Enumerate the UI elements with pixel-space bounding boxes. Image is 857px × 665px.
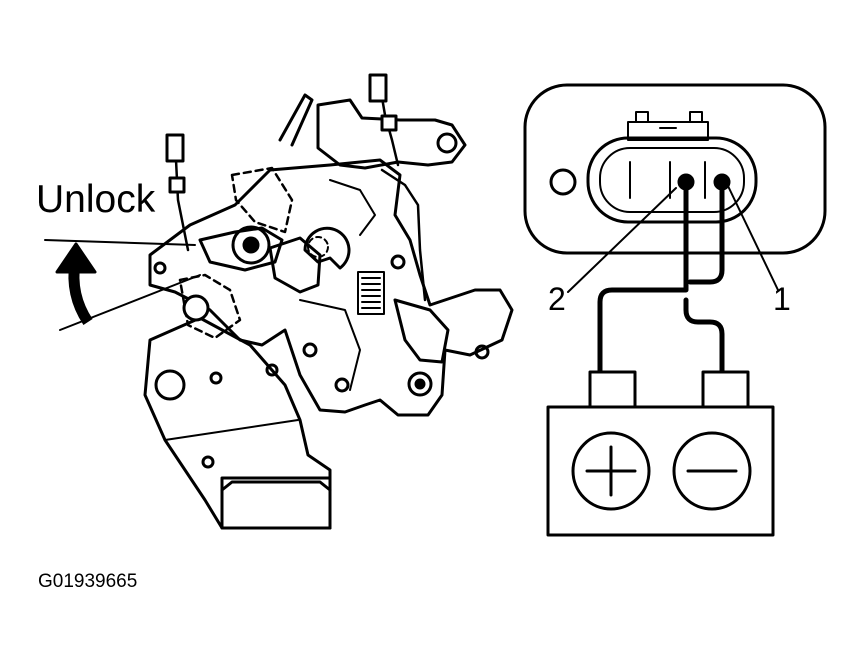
inner-channel	[299, 179, 376, 391]
latch-bolt	[407, 371, 433, 397]
bracket-hole	[436, 132, 458, 154]
spring	[361, 277, 381, 309]
battery	[546, 370, 775, 537]
lock-main-plate	[148, 158, 514, 417]
lead-terminal-1	[687, 179, 725, 285]
motor-shaft	[154, 369, 186, 401]
pin-2-label: 2	[548, 281, 566, 317]
connector-inner-socket	[599, 147, 745, 213]
plate-hole-a	[302, 342, 318, 358]
motor-connector	[220, 476, 332, 530]
latch-rod	[380, 168, 427, 302]
housing-screw-a	[209, 371, 223, 385]
lever-dashed	[230, 166, 294, 234]
connector-outer	[523, 83, 827, 255]
main-pivot-inner	[242, 236, 260, 254]
cam-gear-dashed	[307, 236, 329, 258]
pin-1-label: 1	[773, 281, 791, 317]
right-rod-clip	[380, 114, 398, 132]
figure-id: G01939665	[38, 571, 138, 592]
pin-1-leader	[727, 185, 779, 291]
motor-connector-lock	[220, 480, 332, 492]
pin-2-leader	[567, 187, 677, 293]
connector-lock-pins	[635, 111, 703, 129]
lead-negative	[683, 297, 725, 375]
cam-dashed	[178, 273, 242, 340]
minus-icon	[672, 431, 752, 511]
battery-terminal-negative	[701, 370, 750, 409]
housing-screw-b	[265, 363, 279, 377]
battery-terminal-positive	[588, 370, 637, 409]
actuator-connector	[523, 83, 827, 293]
spring-frame	[357, 271, 385, 315]
main-pivot	[231, 225, 271, 265]
unlock-label: Unlock	[36, 178, 156, 221]
latch-bolt-inner	[414, 378, 426, 390]
left-rod-clip	[168, 176, 186, 194]
latch-frame	[393, 298, 450, 364]
upper-bracket	[316, 98, 467, 170]
connector-boss	[549, 168, 577, 196]
arrow-head	[55, 242, 97, 274]
bracket-hook	[278, 93, 314, 147]
door-lock-assembly	[44, 73, 514, 530]
unlock-reference-line	[44, 239, 196, 246]
connector-inner-plug	[586, 136, 758, 224]
small-roller	[182, 294, 210, 322]
left-rod-connector	[165, 133, 185, 163]
lead-terminal-2	[597, 179, 689, 375]
plus-icon	[571, 431, 651, 511]
connector-lock-tab	[627, 121, 709, 141]
plate-hole-b	[334, 377, 350, 393]
right-rod-connector	[368, 73, 388, 103]
terminal-cavity-left	[629, 161, 671, 199]
right-screw	[474, 344, 490, 360]
housing-screw-c	[201, 455, 215, 469]
cam-gear	[303, 226, 351, 270]
plate-hole-d	[153, 261, 167, 275]
lever-2	[268, 236, 322, 294]
lever-1	[198, 226, 284, 272]
motor-rib	[164, 419, 299, 441]
battery-case	[546, 405, 775, 537]
test-leads	[597, 179, 725, 375]
plus-sign	[585, 445, 637, 497]
plate-hole-c	[390, 254, 406, 270]
